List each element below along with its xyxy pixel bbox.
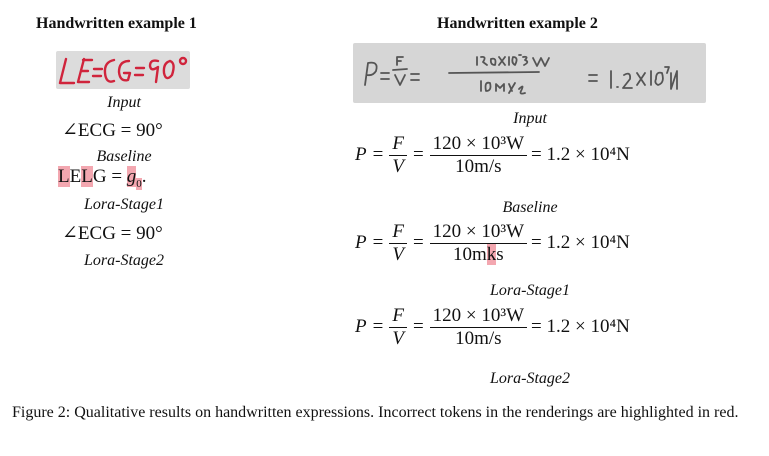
example1-title: Handwritten example 1: [36, 15, 197, 32]
figure-caption: Figure 2: Qualitative results on handwri…: [12, 404, 739, 421]
token: =: [111, 166, 123, 187]
wrong-token: 0: [136, 177, 142, 190]
eq-rhs: = 1.2 × 10⁴N: [531, 316, 630, 338]
example1-baseline-expr: ∠ECG = 90°: [62, 119, 163, 142]
eq-rhs: = 1.2 × 10⁴N: [531, 144, 630, 166]
frac-den: 10mks: [430, 243, 527, 266]
frac-num: 120 × 10³W: [429, 305, 528, 328]
frac-num: 120 × 10³W: [429, 221, 528, 244]
handwriting-gray-ink: [364, 54, 678, 95]
eq-lhs: P: [355, 144, 367, 166]
frac-num: 120 × 10³W: [429, 133, 528, 156]
handwriting-red-ink: [58, 56, 188, 85]
token: G: [92, 166, 107, 187]
example1-stage1-expr: LELG = g0.: [58, 166, 147, 190]
frac-den: V: [392, 327, 404, 349]
frac-num: F: [389, 133, 407, 156]
frac-num: F: [389, 221, 407, 244]
stage2-expr-text: ∠ECG = 90°: [62, 223, 163, 244]
wrong-token: L: [58, 166, 70, 187]
example2-title: Handwritten example 2: [437, 15, 598, 32]
example1-stage1-label: Lora-Stage1: [84, 196, 164, 213]
example2-input-label: Input: [513, 110, 547, 127]
example2-stage1-label: Lora-Stage1: [490, 282, 570, 299]
wrong-token: k: [486, 243, 497, 265]
example2-input-image: [353, 43, 706, 103]
den-part: 10m: [452, 243, 487, 265]
frac-den: V: [392, 155, 404, 177]
wrong-token: g: [126, 166, 137, 187]
wrong-token: L: [81, 166, 93, 187]
den-part: s: [496, 243, 504, 265]
frac-den: 10m/s: [455, 155, 502, 177]
eq-lhs: P: [355, 316, 367, 338]
example1-baseline-label: Baseline: [96, 148, 152, 165]
eq-lhs: P: [355, 232, 367, 254]
token: .: [141, 166, 147, 187]
example1-stage2-label: Lora-Stage2: [84, 252, 164, 269]
example1-stage2-expr: ∠ECG = 90°: [62, 222, 163, 245]
eq-rhs: = 1.2 × 10⁴N: [531, 232, 630, 254]
token: E: [69, 166, 82, 187]
baseline-expr-text: ∠ECG = 90°: [62, 120, 163, 141]
frac-num: F: [389, 305, 407, 328]
example2-stage2-label: Lora-Stage2: [490, 370, 570, 387]
frac-den: V: [392, 243, 404, 265]
frac-den: 10m/s: [455, 327, 502, 349]
example1-input-label: Input: [107, 94, 141, 111]
example1-input-image: [56, 51, 190, 89]
example2-baseline-label: Baseline: [502, 199, 558, 216]
